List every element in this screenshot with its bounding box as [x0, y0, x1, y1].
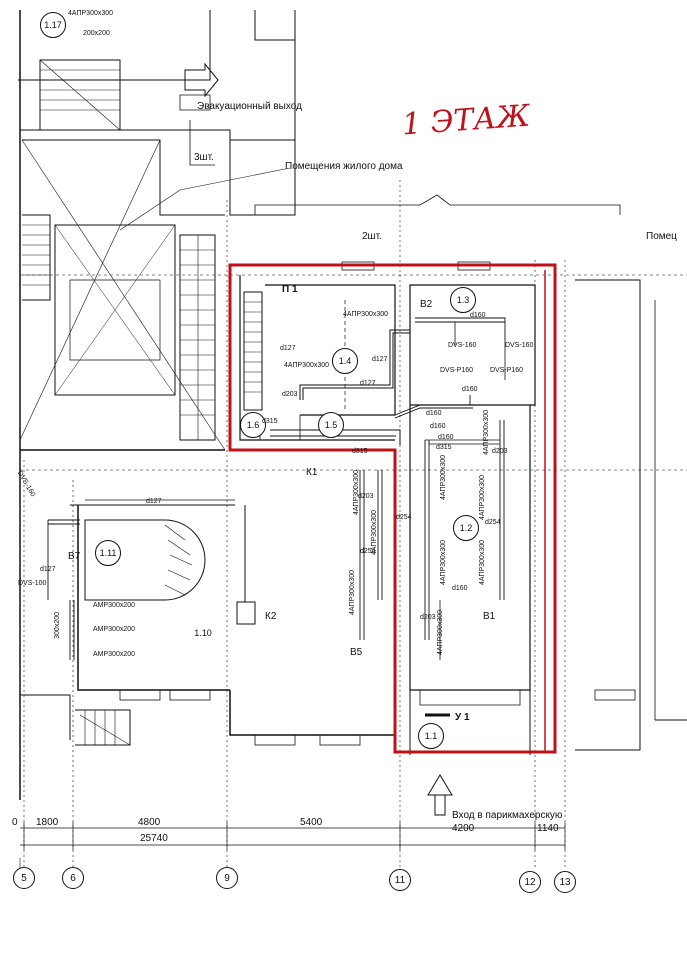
duct-label: d254 [396, 514, 412, 521]
dimension-label: 25740 [140, 833, 168, 844]
grid-axis-marker: 13 [554, 871, 576, 893]
duct-label: d203 [282, 391, 298, 398]
duct-label: 4АПР300х300 [353, 470, 360, 516]
duct-label: d254 [360, 548, 376, 555]
duct-label: 4АПР300х300 [440, 540, 447, 586]
duct-label: АМР300х200 [93, 651, 136, 658]
grid-axis-marker: 12 [519, 871, 541, 893]
duct-label: d315 [352, 448, 368, 455]
duct-label: 4АПР300х300 [440, 455, 447, 501]
dimension-label: 4200 [452, 823, 475, 834]
duct-label: 4АПР300х300 [483, 410, 490, 456]
count-2-label: 2шт. [362, 231, 382, 242]
equipment-tag: В7 [68, 551, 81, 562]
duct-label: d127 [372, 356, 388, 363]
equipment-tag: К2 [265, 611, 277, 622]
duct-label: d127 [280, 345, 296, 352]
room-marker: 1.4 [332, 348, 358, 374]
duct-label: d160 [426, 410, 442, 417]
duct-label: АМР300х200 [93, 602, 136, 609]
duct-label: 4АПР300х300 [284, 362, 330, 369]
room-marker: 1.2 [453, 515, 479, 541]
equipment-tag: К1 [306, 467, 318, 478]
duct-label: 4АПР300х300 [479, 475, 486, 521]
room-marker: 1.5 [318, 412, 344, 438]
duct-label: d203 [420, 614, 436, 621]
duct-label: 4АПР300х300 [479, 540, 486, 586]
duct-label: 200х200 [83, 30, 110, 37]
duct-label: d203 [358, 493, 374, 500]
duct-label: DVS-P160 [490, 367, 524, 374]
duct-label: d315 [262, 418, 278, 425]
duct-label: 300х200 [54, 612, 61, 639]
duct-label: DVS-160 [448, 342, 477, 349]
entrance-label: Вход в парикмахерскую [452, 810, 563, 821]
duct-label: d127 [146, 498, 162, 505]
duct-label: 4АПР300х300 [68, 10, 114, 17]
duct-label: DVS-100 [18, 580, 47, 587]
duct-label: 4АПР300х300 [437, 610, 444, 656]
residential-label: Помещения жилого дома [285, 161, 403, 172]
duct-label: АМР300х200 [93, 626, 136, 633]
grid-axis-marker: 9 [216, 867, 238, 889]
room-marker: 1.6 [240, 412, 266, 438]
duct-label: d160 [470, 312, 486, 319]
duct-label: d315 [436, 444, 452, 451]
grid-axis-marker: 11 [389, 869, 411, 891]
equipment-tag: В1 [483, 611, 496, 622]
suite-highlight-outline [228, 263, 557, 754]
duct-label: DVS-160 [505, 342, 534, 349]
dimension-label: 1800 [36, 817, 59, 828]
room-marker: 1.17 [40, 12, 66, 38]
duct-label: 4АПР300х300 [343, 311, 389, 318]
count-3-label: 3шт. [194, 152, 214, 163]
equipment-tag: В5 [350, 647, 363, 658]
room-marker: 1.1 [418, 723, 444, 749]
duct-label: d127 [360, 380, 376, 387]
equipment-tag: В2 [420, 299, 433, 310]
duct-label: 4АПР300х300 [349, 570, 356, 616]
duct-label: DVS-P160 [440, 367, 474, 374]
dimension-label: 4800 [138, 817, 161, 828]
duct-label: 4АПР300х300 [371, 510, 378, 556]
duct-label: d160 [452, 585, 468, 592]
dimension-label: 5400 [300, 817, 323, 828]
duct-label: d160 [438, 434, 454, 441]
room-marker: 1.11 [95, 540, 121, 566]
grid-axis-marker: 5 [13, 867, 35, 889]
evacuation-exit-label: Эвакуационный выход [197, 101, 302, 112]
equipment-tag: У 1 [455, 712, 470, 723]
room-marker: 1.3 [450, 287, 476, 313]
duct-label: d160 [430, 423, 446, 430]
room-marker: 1.10 [194, 628, 212, 638]
duct-label: d254 [485, 519, 501, 526]
duct-label: d160 [462, 386, 478, 393]
duct-label: d127 [40, 566, 56, 573]
duct-label: d203 [492, 448, 508, 455]
equipment-tag: П 1 [282, 284, 298, 295]
grid-axis-marker: 6 [62, 867, 84, 889]
neighbour-label: Помец [646, 231, 677, 242]
dimension-label: 0 [12, 817, 18, 828]
dimension-label: 1140 [537, 823, 559, 834]
